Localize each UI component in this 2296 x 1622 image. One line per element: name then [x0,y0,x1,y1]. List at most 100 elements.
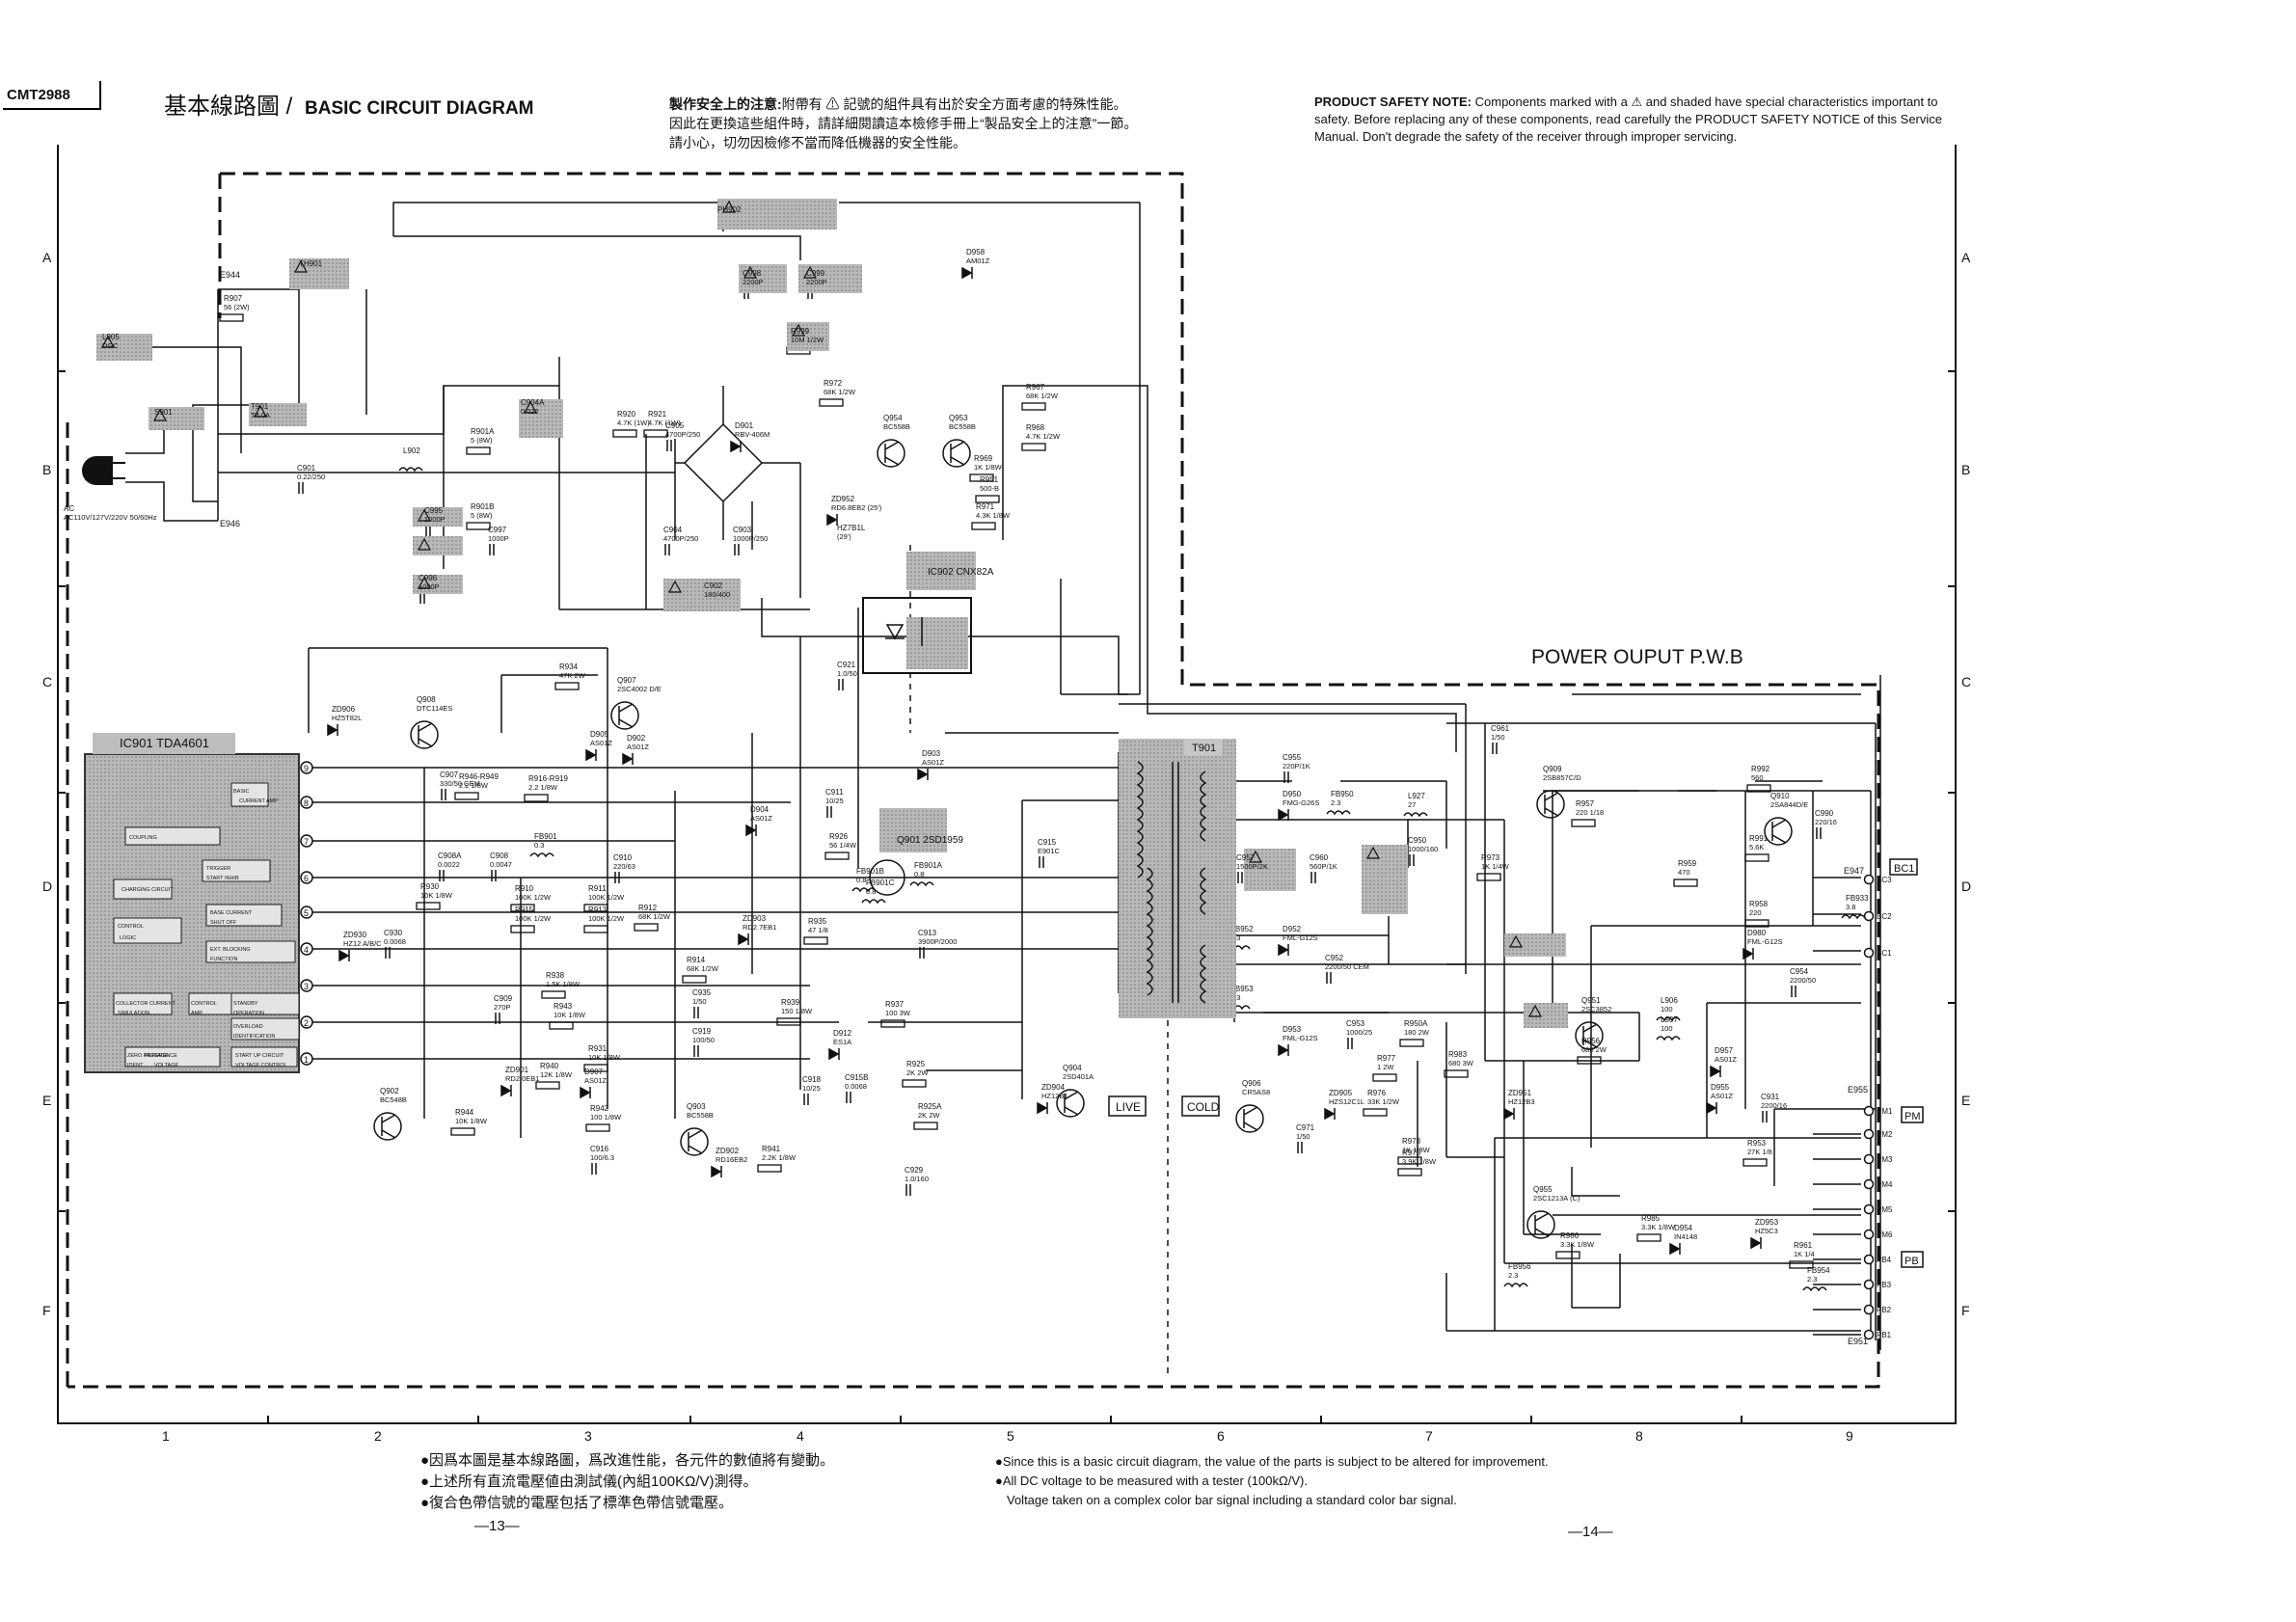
component-c950-capacitor-symbol [1409,854,1415,866]
component-c971-value: 1/50 [1296,1132,1310,1141]
component-fb901c-inductor-symbol [861,899,886,905]
ic901-pin-3: 3 [304,982,309,991]
component-c953-capacitor-symbol [1347,1038,1353,1049]
component-c911-ref: C911 [825,788,844,797]
component-r959-ref: R959 [1678,859,1697,868]
component-c918-ref: C918 [802,1075,822,1084]
component-r938-value: 1.5K 1/8W [546,980,581,988]
component-zd951-diode-symbol [1503,1107,1515,1121]
component-c915-capacitor-symbol [1039,856,1044,868]
ic901-block-label-19: IDENTIFICATION [233,1034,275,1040]
warning-triangle-icon [523,400,538,414]
component-r957-resistor-symbol [1571,819,1596,827]
component-d957-diode-symbol [1710,1065,1721,1078]
component-fb901c-value: 0.8 [866,887,876,896]
component-r934-ref: R934 [559,662,579,671]
component-r901a-value: 5 (8W) [471,436,493,445]
grid-col-label-2: 2 [374,1428,382,1444]
component-r971-resistor-symbol [971,522,996,530]
ic901-pin-2: 2 [304,1018,309,1028]
ic901-block-label-1: CURRENT AMP [239,798,278,804]
grid-row-label-E: E [42,1093,51,1108]
footer-notes-en: ●Since this is a basic circuit diagram, … [995,1452,1549,1510]
component-fb950-value: 2.3 [1331,798,1340,807]
component-r926-value: 56 1/4W [829,841,857,850]
ic901-block-label-11: FUNCTION [210,957,237,962]
component-c990-ref: C990 [1815,809,1834,818]
safety-part-shade-6 [413,575,463,594]
component-r968-ref: R968 [1026,423,1045,432]
ic901-block-label-6: TRIGGER [206,866,230,872]
component-r921-resistor-symbol [643,429,668,438]
grid-row-label-right-B: B [1961,462,1970,477]
component-r930-resistor-symbol [416,902,441,910]
board-outline [66,172,1880,1389]
wiring [125,202,1881,1350]
component-r969-resistor-symbol [969,473,994,482]
grid-col-label-5: 5 [1007,1428,1014,1444]
component-q951-transistor-symbol [1575,1021,1604,1050]
ic901-block-label-7: START INHIB [206,876,239,881]
component-d980-ref: D980 [1747,929,1767,937]
component-c909-capacitor-symbol [495,1013,500,1024]
component-r941-resistor-symbol [757,1164,782,1173]
component-r991-value: 5.6K [1749,843,1764,852]
component-fb952-ref: FB952 [1230,925,1254,933]
grid-row-label-C: C [42,674,52,689]
component-zd951-value: HZ12B3 [1508,1097,1535,1106]
component-th901: TH901 [299,259,323,268]
title-sep: / [285,94,293,120]
component-q902-value: BC548B [380,1095,407,1104]
component-r913-ref: R913 [588,906,608,914]
component-r992-value: 560 [1751,773,1764,782]
component-l902-ref: L902 [403,446,420,455]
component-fb933-ref: FB933 [1846,894,1869,903]
model-label: CMT2988 [7,87,70,103]
component-c953-ref: C953 [1346,1019,1365,1028]
connector-pin-bc3: BC3 [1877,876,1892,884]
component-c904a-ref: C904A [521,398,545,407]
component-r956-value: 680 2W [1581,1045,1607,1054]
component-zd903-diode-symbol [738,933,749,946]
en-note-line-1: Components marked with a ⚠ and shaded ha… [1474,95,1938,109]
component-c909-value: 270P [494,1003,511,1012]
ic901-block-label-21: IDENT [127,1063,144,1068]
ic901-block-label-3: CHARGING CIRCUIT [122,887,174,893]
ic901-block-label-15: AMP [191,1011,203,1016]
component-q906-transistor-symbol [1235,1104,1264,1133]
component-d902-value: AS01Z [627,743,649,751]
grid-row-label-D: D [42,879,52,894]
component-c930-value: 0.0068 [384,937,406,946]
component-zd904-ref: ZD904 [1041,1083,1066,1092]
grid-col-label-9: 9 [1846,1428,1853,1444]
component-q907-value: 2SC4002 D/E [617,685,662,693]
component-r973-value: 1K 1/4W [1481,862,1510,871]
warning-triangle-icon [1365,846,1381,859]
live-box: LIVE [1108,1095,1147,1117]
component-r915-value: 100K 1/2W [515,914,552,923]
component-zd953-diode-symbol [1750,1236,1762,1250]
component-c913-capacitor-symbol [919,947,925,959]
component-c929-capacitor-symbol [905,1184,911,1196]
component-r921-ref: R921 [648,410,667,419]
component-r930-ref: R930 [420,882,440,891]
component-d953-value: FML-G12S [1283,1034,1318,1042]
component-r925a-ref: R925A [918,1102,942,1111]
